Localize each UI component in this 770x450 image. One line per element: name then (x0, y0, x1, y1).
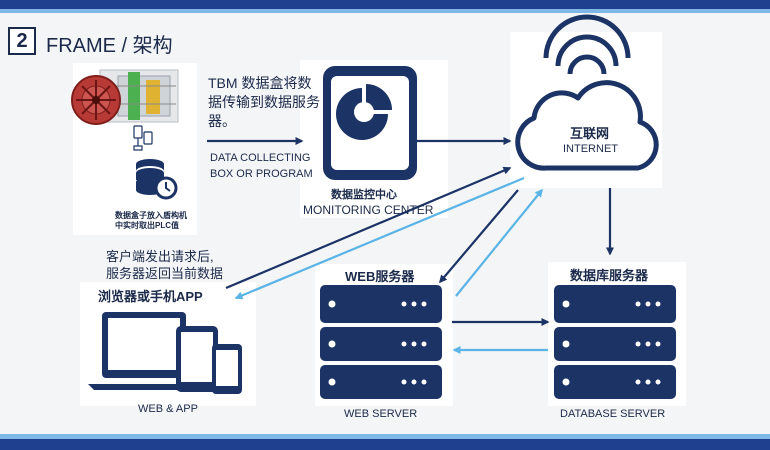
devices-icon (88, 312, 242, 394)
cloud-icon (515, 14, 659, 171)
top-band (0, 0, 770, 9)
section-title: FRAME / 架构 (46, 35, 173, 57)
arrow-client-to-internet (225, 166, 512, 290)
internet-label-en: INTERNET (563, 143, 618, 155)
web-server-label-en: WEB SERVER (344, 408, 418, 420)
data-box-label-line-2: BOX OR PROGRAM (210, 168, 313, 180)
database-server-icon (554, 285, 676, 399)
tbm-caption-line-1: 数据盒子放入盾构机 (115, 211, 187, 220)
arrow-internet-to-web (439, 189, 519, 284)
data-box-label-line-1: DATA COLLECTING (210, 152, 311, 164)
db-server-label-en: DATABASE SERVER (560, 408, 666, 420)
tbm-caption-line-2: 中实时取出PLC值 (115, 221, 179, 230)
bottom-band (0, 439, 770, 450)
client-note-line-1: 客户端发出请求后, (106, 249, 214, 264)
tbm-description-line-2: 据传输到数据服务 (208, 94, 320, 110)
monitoring-label-cn: 数据监控中心 (331, 189, 397, 201)
device-icon (133, 125, 153, 151)
tbm-description-line-3: 器。 (208, 113, 236, 129)
web-server-icon (320, 285, 442, 399)
section-number: 2 (8, 27, 36, 55)
client-note-line-2: 服务器返回当前数据 (106, 266, 224, 281)
tbm-machine-icon (71, 69, 179, 125)
tbm-description-line-1: TBM 数据盒将数 (208, 75, 312, 91)
monitoring-center-icon (323, 66, 417, 180)
web-server-label-cn: WEB服务器 (345, 269, 415, 284)
top-accent-band (0, 9, 770, 13)
arrow-web-to-internet (455, 188, 543, 297)
bottom-accent-band (0, 434, 770, 439)
db-server-label-cn: 数据库服务器 (570, 268, 649, 283)
monitoring-label-en: MONITORING CENTER (303, 203, 434, 217)
arrow-internet-to-client (234, 176, 525, 300)
client-label-en: WEB & APP (138, 403, 198, 415)
internet-label-cn: 互联网 (570, 126, 610, 141)
client-label-cn: 浏览器或手机APP (98, 289, 203, 304)
database-box-icon (136, 159, 178, 200)
